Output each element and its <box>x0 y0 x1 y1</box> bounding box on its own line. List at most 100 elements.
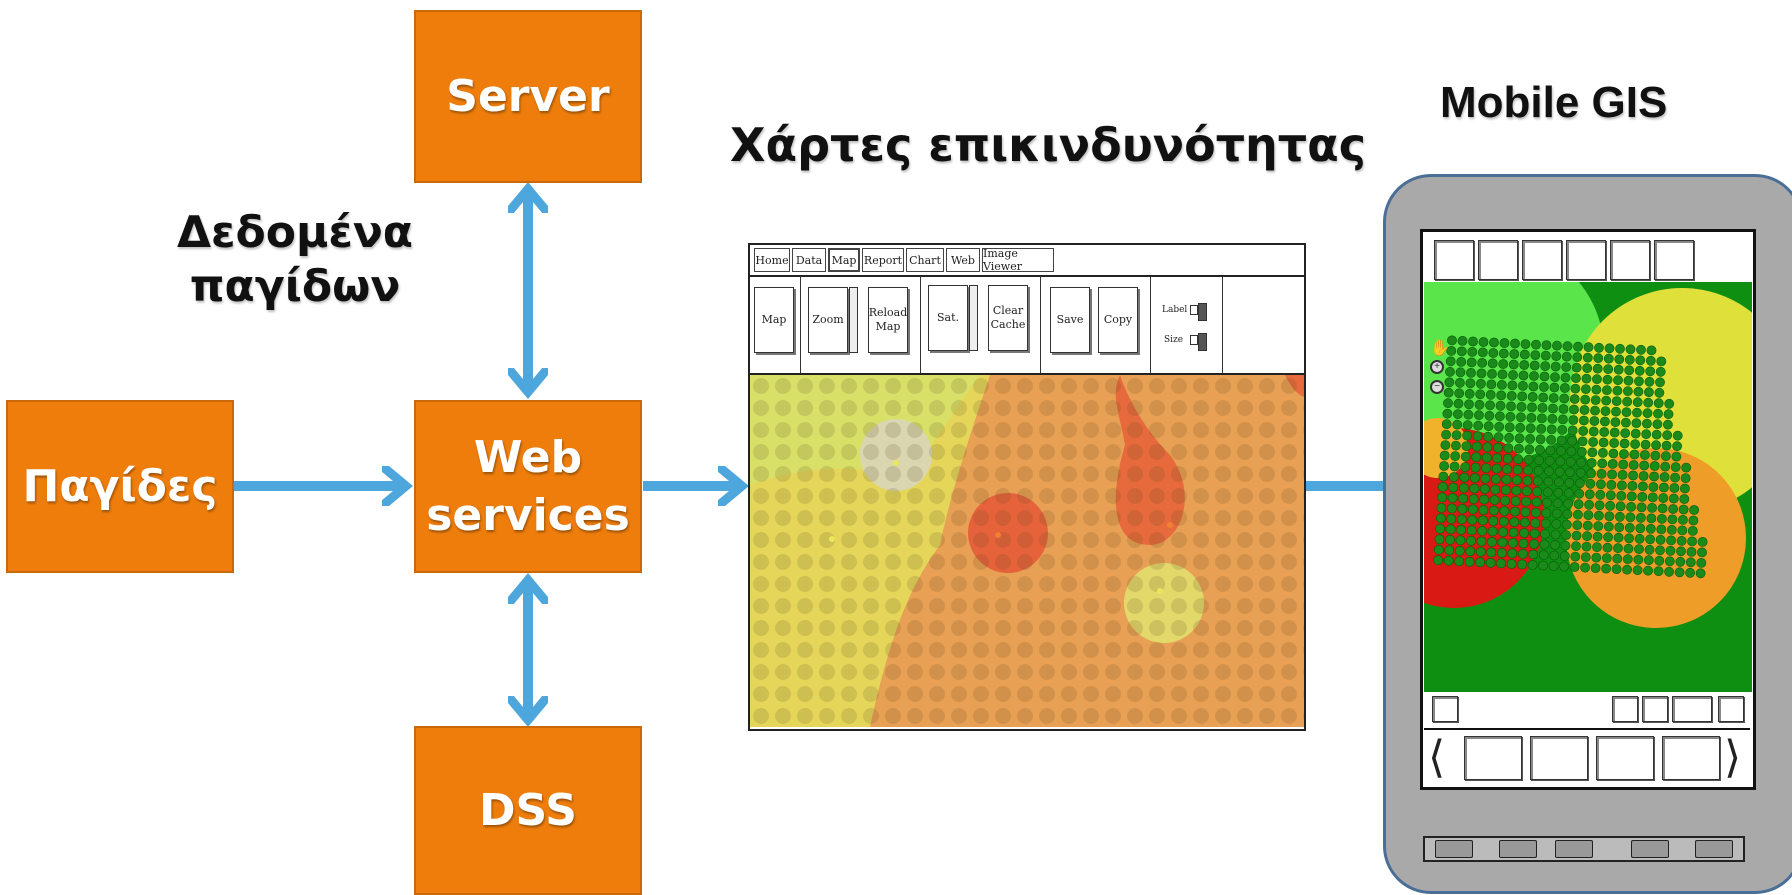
trap-point <box>1460 462 1470 472</box>
trap-point <box>1477 515 1488 526</box>
trap-point <box>1563 498 1573 509</box>
tab-map[interactable]: Map <box>828 248 860 272</box>
trap-point <box>1587 447 1598 458</box>
trap-point <box>1559 393 1570 404</box>
zoom-in-icon[interactable]: + <box>1430 360 1444 374</box>
trap-point <box>1571 530 1582 541</box>
label-spinner[interactable] <box>1198 303 1207 321</box>
size-spinner[interactable] <box>1198 333 1207 351</box>
mobile-map-view[interactable]: ✋ + − <box>1424 282 1752 692</box>
hardware-key[interactable] <box>1631 840 1669 858</box>
trap-point <box>1499 338 1510 348</box>
toolbar-button[interactable] <box>1612 696 1638 722</box>
trap-point <box>1518 381 1528 391</box>
trap-point <box>1550 529 1561 540</box>
trap-point <box>1452 419 1463 430</box>
trap-point <box>1581 373 1592 384</box>
toolbar-button[interactable] <box>1718 696 1744 722</box>
nav-button[interactable] <box>1530 736 1588 780</box>
trap-point <box>1474 399 1485 410</box>
trap-point <box>1496 547 1507 558</box>
trap-point <box>1572 352 1583 363</box>
tab-image-viewer[interactable]: Image Viewer <box>982 247 1054 273</box>
trap-point <box>1635 355 1646 366</box>
tab-home[interactable]: Home <box>754 248 790 272</box>
trap-point <box>1443 555 1454 566</box>
nav-button[interactable] <box>1662 736 1720 780</box>
trap-point <box>1476 378 1486 389</box>
trap-point <box>1643 397 1654 408</box>
toolbar-button[interactable] <box>1566 240 1606 280</box>
toolbar-button[interactable] <box>1432 696 1458 722</box>
zoom-button[interactable]: Zoom <box>808 287 848 353</box>
tab-chart[interactable]: Chart <box>906 248 944 272</box>
trap-points <box>1433 335 1708 579</box>
size-checkbox[interactable] <box>1190 335 1198 345</box>
tab-web[interactable]: Web <box>946 248 980 272</box>
trap-point <box>1679 483 1690 494</box>
sat-spinner[interactable] <box>969 285 978 351</box>
copy-button[interactable]: Copy <box>1098 287 1138 353</box>
sat-button[interactable]: Sat. <box>928 285 968 351</box>
trap-point <box>1435 513 1446 524</box>
trap-point <box>1580 394 1591 405</box>
clear-cache-button[interactable]: Clear Cache <box>988 285 1028 351</box>
trap-point <box>1551 519 1562 529</box>
trap-point <box>1446 503 1457 514</box>
map-button[interactable]: Map <box>754 287 794 353</box>
trap-point <box>1439 450 1450 461</box>
tab-data[interactable]: Data <box>792 248 826 272</box>
web-app-window: Home Data Map Report Chart Web Image Vie… <box>748 243 1306 731</box>
nav-button[interactable] <box>1464 736 1522 780</box>
trap-point <box>1454 556 1464 567</box>
trap-point <box>1664 566 1674 577</box>
reload-map-button[interactable]: Reload Map <box>868 287 908 353</box>
hardware-key[interactable] <box>1555 840 1593 858</box>
chevron-left-icon[interactable]: ⟨ <box>1428 732 1446 783</box>
toolbar-button[interactable] <box>1434 240 1474 280</box>
toolbar-button[interactable] <box>1672 696 1712 722</box>
trap-point <box>1523 465 1533 476</box>
hardware-key[interactable] <box>1695 840 1733 858</box>
toolbar-button[interactable] <box>1642 696 1668 722</box>
trap-point <box>1464 556 1475 567</box>
zoom-out-icon[interactable]: − <box>1430 380 1444 394</box>
trap-point <box>1627 480 1638 491</box>
trap-point <box>1496 558 1506 569</box>
trap-point <box>1487 369 1497 379</box>
hand-icon[interactable]: ✋ <box>1430 340 1450 357</box>
trap-point <box>1489 337 1499 348</box>
toolbar-button[interactable] <box>1654 240 1694 280</box>
trap-point <box>1445 524 1456 535</box>
hardware-key[interactable] <box>1499 840 1537 858</box>
trap-point <box>1462 420 1473 431</box>
tab-report[interactable]: Report <box>862 248 904 272</box>
trap-point <box>1590 395 1601 405</box>
trap-point <box>1498 516 1509 527</box>
trap-point <box>1666 535 1676 546</box>
chevron-right-icon[interactable]: ⟩ <box>1724 732 1742 783</box>
hardware-key[interactable] <box>1435 840 1473 858</box>
trap-point <box>1529 371 1539 381</box>
trap-point <box>1607 458 1618 469</box>
risk-map-view[interactable] <box>750 375 1304 727</box>
label-checkbox[interactable] <box>1190 305 1198 315</box>
toolbar-button[interactable] <box>1610 240 1650 280</box>
dss-box: DSS <box>414 726 642 895</box>
trap-point <box>1476 368 1487 379</box>
trap-point <box>1531 497 1542 507</box>
trap-point <box>1621 407 1632 418</box>
trap-point <box>1662 419 1673 430</box>
toolbar-button[interactable] <box>1478 240 1518 280</box>
trap-point <box>1616 490 1627 501</box>
save-button[interactable]: Save <box>1050 287 1090 353</box>
trap-point <box>1586 457 1597 468</box>
trap-point <box>1468 336 1478 347</box>
nav-button[interactable] <box>1596 736 1654 780</box>
trap-point <box>1641 429 1652 439</box>
trap-point <box>1653 566 1664 577</box>
trap-point <box>1660 451 1671 461</box>
trap-point <box>1697 536 1708 547</box>
zoom-spinner[interactable] <box>849 287 858 353</box>
toolbar-button[interactable] <box>1522 240 1562 280</box>
